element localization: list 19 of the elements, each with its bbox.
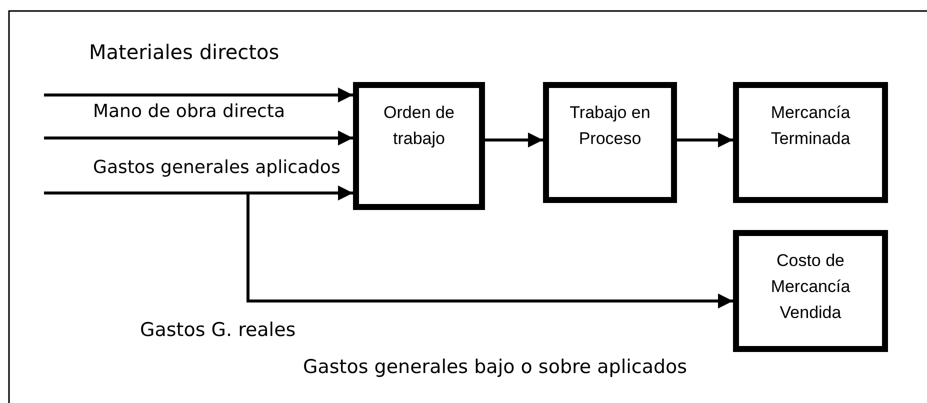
process-box xyxy=(543,82,677,203)
text-label: Gastos G. reales xyxy=(140,319,296,341)
process-box xyxy=(353,82,485,210)
arrow xyxy=(677,132,733,148)
process-box xyxy=(733,82,888,203)
arrow xyxy=(485,132,543,148)
text-label: Gastos generales bajo o sobre aplicados xyxy=(303,356,688,378)
arrow xyxy=(44,130,353,146)
process-box xyxy=(733,230,888,352)
arrow xyxy=(44,88,353,102)
edge-label: Materiales directos xyxy=(89,40,280,64)
box-label: Trabajo en Proceso xyxy=(568,102,652,150)
arrow xyxy=(44,186,353,200)
box-label: Orden de trabajo xyxy=(382,102,456,150)
edge-label: Mano de obra directa xyxy=(93,101,286,122)
arrow xyxy=(246,193,733,308)
box-label: Mercancía Terminada xyxy=(770,102,852,150)
box-label: Costo de Mercancía Vendida xyxy=(770,250,852,324)
edge-label: Gastos generales aplicados xyxy=(93,157,340,178)
